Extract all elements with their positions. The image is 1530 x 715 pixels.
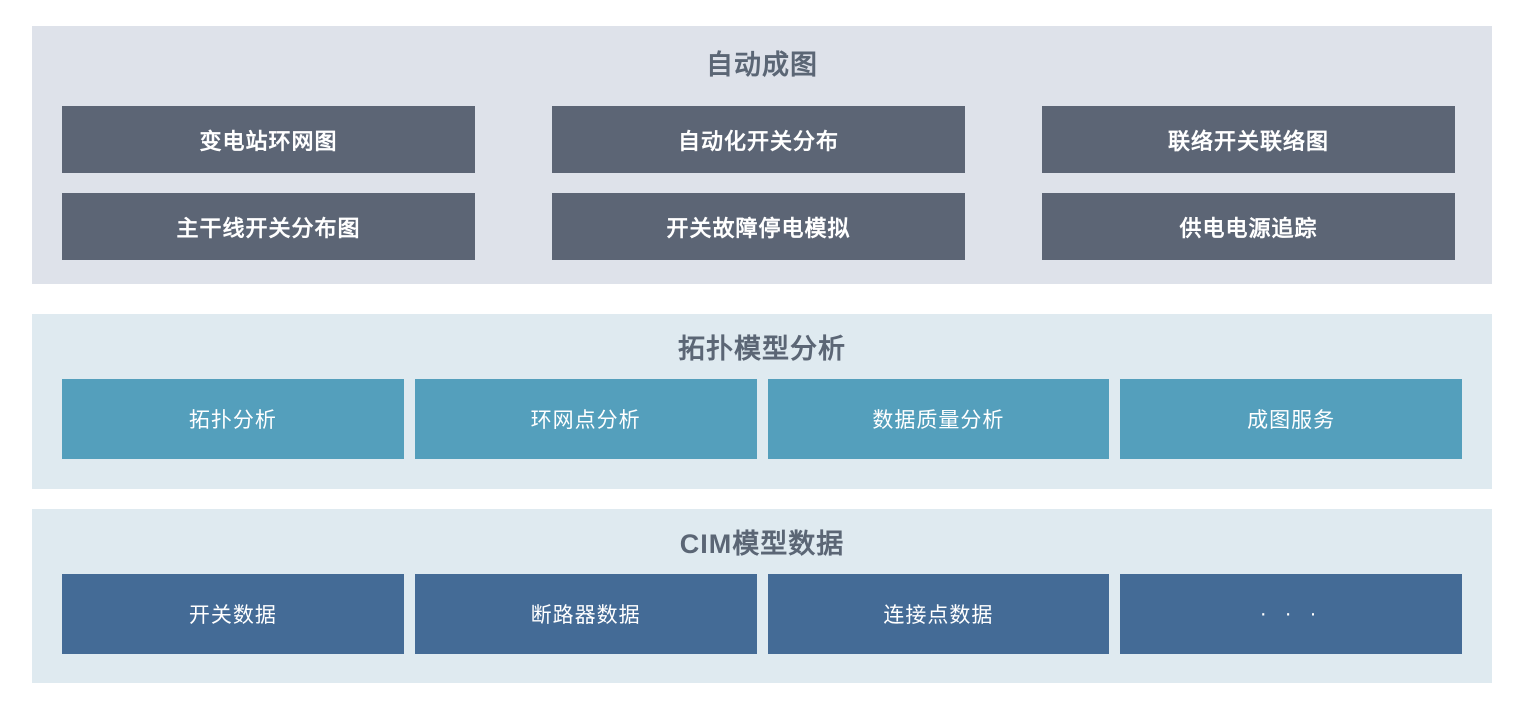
button-row-topology-analysis: 拓扑分析 环网点分析 数据质量分析 成图服务 (62, 379, 1462, 459)
button-substation-ring-network-diagram[interactable]: 变电站环网图 (62, 106, 475, 173)
button-connectivity-node-data[interactable]: 连接点数据 (767, 574, 1110, 654)
button-row-auto-mapping-1: 变电站环网图 自动化开关分布 联络开关联络图 (62, 106, 1462, 173)
section-title-cim-model-data: CIM模型数据 (679, 529, 845, 559)
button-switch-fault-outage-simulation[interactable]: 开关故障停电模拟 (552, 193, 965, 260)
button-more-data-ellipsis[interactable]: · · · (1120, 574, 1462, 654)
section-topology-model-analysis: 拓扑模型分析 拓扑分析 环网点分析 数据质量分析 成图服务 (32, 314, 1492, 489)
section-auto-mapping: 自动成图 变电站环网图 自动化开关分布 联络开关联络图 主干线开关分布图 开关故… (32, 26, 1492, 284)
button-data-quality-analysis[interactable]: 数据质量分析 (767, 379, 1110, 459)
section-title-auto-mapping: 自动成图 (706, 50, 818, 80)
button-switch-data[interactable]: 开关数据 (62, 574, 404, 654)
button-mapping-service[interactable]: 成图服务 (1120, 379, 1462, 459)
button-row-cim-model-data: 开关数据 断路器数据 连接点数据 · · · (62, 574, 1462, 654)
section-cim-model-data: CIM模型数据 开关数据 断路器数据 连接点数据 · · · (32, 509, 1492, 683)
section-title-topology-model-analysis: 拓扑模型分析 (678, 334, 846, 364)
button-topology-analysis[interactable]: 拓扑分析 (62, 379, 404, 459)
button-ring-network-point-analysis[interactable]: 环网点分析 (414, 379, 757, 459)
button-power-supply-source-tracing[interactable]: 供电电源追踪 (1042, 193, 1455, 260)
button-row-auto-mapping-2: 主干线开关分布图 开关故障停电模拟 供电电源追踪 (62, 193, 1462, 260)
button-automation-switch-distribution[interactable]: 自动化开关分布 (552, 106, 965, 173)
button-circuit-breaker-data[interactable]: 断路器数据 (414, 574, 757, 654)
button-tie-switch-connection-diagram[interactable]: 联络开关联络图 (1042, 106, 1455, 173)
button-main-line-switch-distribution-diagram[interactable]: 主干线开关分布图 (62, 193, 475, 260)
